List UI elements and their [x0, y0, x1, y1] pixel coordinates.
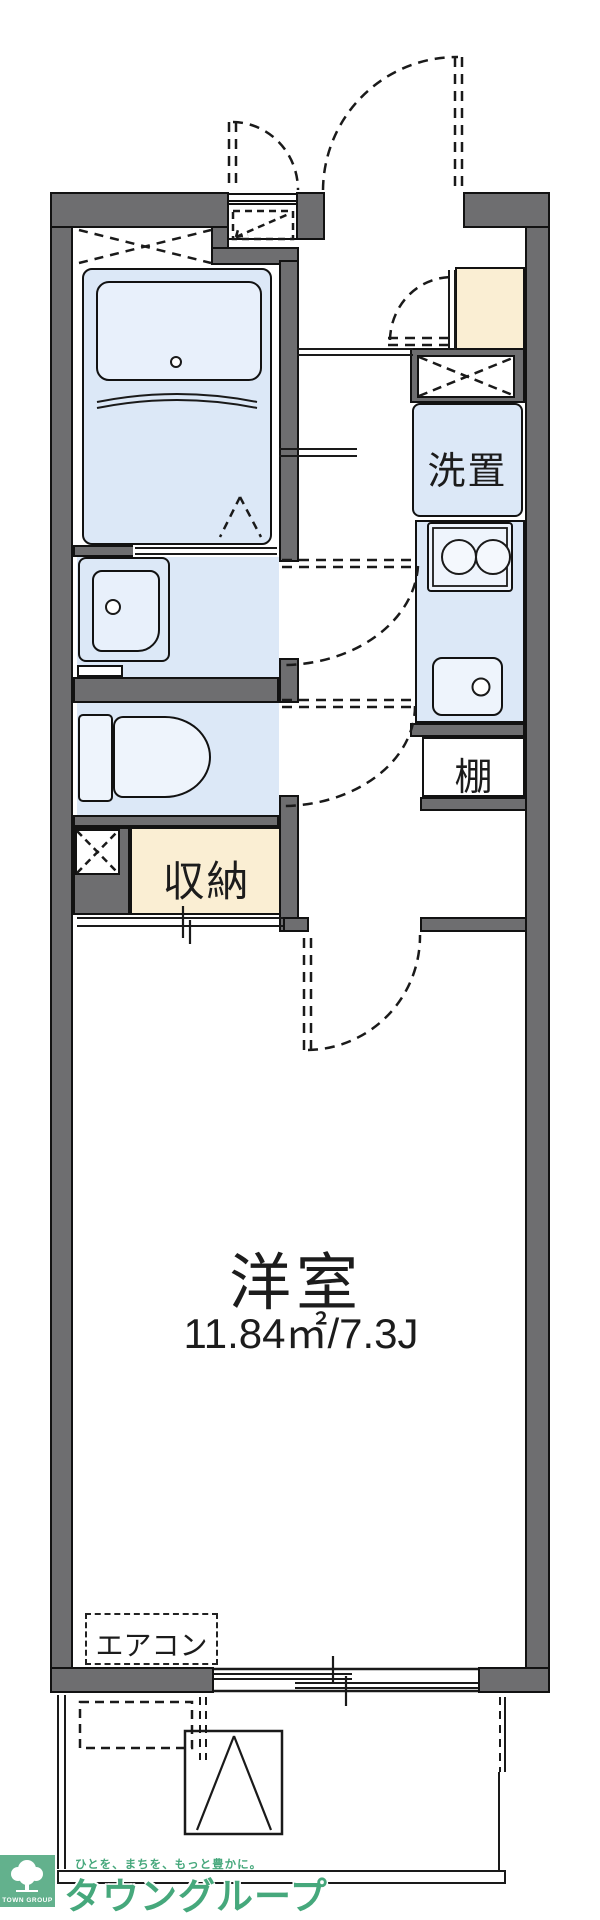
wall-wash-toilet-divider — [73, 677, 279, 703]
wall-bottom-right — [478, 1667, 550, 1693]
toilet-tank — [78, 714, 113, 802]
entry-niche-glass-line — [229, 200, 296, 205]
wall-top-a — [50, 192, 229, 228]
tree-icon — [11, 1860, 43, 1892]
logo-caption: TOWN GROUP — [2, 1897, 53, 1904]
wall-mainroom-top-right — [420, 917, 527, 932]
wall-shelf-bottom — [420, 797, 527, 811]
wall-niche-elbow — [211, 247, 299, 265]
room-name-label: 洋室 — [228, 1249, 363, 1318]
aircon-box — [85, 1613, 218, 1665]
pipe-shaft-box — [75, 829, 120, 875]
washing-machine-space — [412, 403, 523, 517]
washroom-sill — [77, 665, 123, 677]
storage-label: 収納 — [162, 858, 251, 905]
vanity-bowl — [92, 570, 160, 652]
stove-unit — [427, 522, 513, 592]
shelf-label: 棚 — [454, 757, 493, 799]
brand-company-name: タウングループ — [64, 1876, 328, 1917]
wall-storage-stub — [283, 917, 309, 932]
bathtub-tub — [96, 281, 262, 381]
shoe-cabinet — [455, 267, 525, 350]
wall-top-b — [296, 192, 325, 240]
washing-machine-label: 洗置 — [427, 451, 508, 493]
wall-corridor-left-a — [279, 260, 299, 562]
wall-bottom-left — [50, 1667, 214, 1693]
room-area-label: 11.84㎡/7.3J — [183, 1310, 419, 1357]
vent-shaft-box — [417, 355, 515, 398]
town-group-logo: TOWN GROUP — [0, 1855, 55, 1907]
storage-closet — [130, 827, 283, 915]
wall-toilet-storage-divider — [73, 815, 279, 827]
toilet-bowl — [113, 716, 211, 798]
wall-bath-wash-divider — [73, 545, 279, 557]
kitchen-sink — [432, 657, 503, 716]
wall-left-outer — [50, 192, 73, 1693]
wall-right-outer — [525, 192, 550, 1693]
aircon-label: エアコン — [95, 1630, 208, 1661]
wall-top-c — [463, 192, 550, 228]
wall-counter-bottom — [410, 723, 525, 737]
shelf-box — [422, 737, 525, 797]
wall-corridor-left-b — [279, 658, 299, 703]
brand-tagline: ひとを、まちを、もっと豊かに。 — [75, 1859, 263, 1871]
